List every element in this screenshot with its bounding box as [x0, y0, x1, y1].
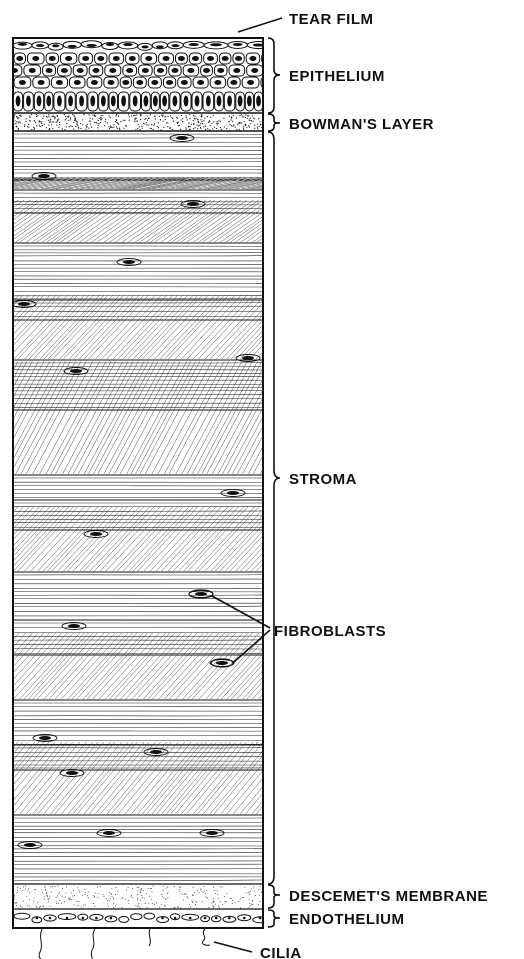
label-bowmans-layer: BOWMAN'S LAYER [289, 116, 434, 133]
endothelium-brace [268, 910, 280, 927]
label-stroma: STROMA [289, 471, 357, 488]
descemets-membrane-brace [268, 885, 280, 908]
bowmans-layer-brace [268, 114, 280, 131]
label-descemets-membrane: DESCEMET'S MEMBRANE [289, 888, 488, 905]
label-tear-film: TEAR FILM [289, 11, 374, 28]
cilia-leader [214, 942, 252, 952]
label-cilia: CILIA [260, 945, 302, 959]
cornea-column-outline [13, 38, 263, 928]
label-fibroblasts: FIBROBLASTS [274, 623, 386, 640]
stroma-brace [268, 132, 280, 884]
epithelium-brace [268, 38, 280, 113]
tear-film-leader [238, 18, 282, 32]
label-endothelium: ENDOTHELIUM [289, 911, 405, 928]
label-epithelium: EPITHELIUM [289, 68, 385, 85]
cilia-hairs [39, 929, 210, 959]
